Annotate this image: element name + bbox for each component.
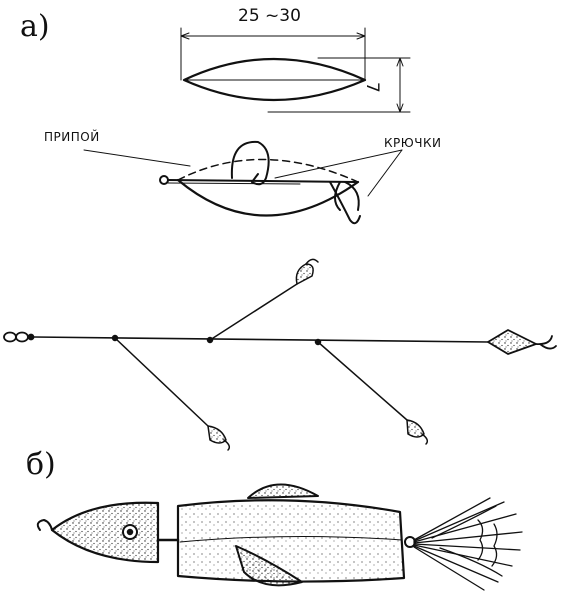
- panel-b-label: б): [26, 447, 56, 482]
- hooks-callout: КРЮЧКИ: [384, 136, 442, 150]
- wobbler-dorsal-fin: [247, 483, 319, 499]
- solder-callout: ПРИПОЙ: [44, 130, 100, 144]
- wobbler-head: [36, 501, 160, 564]
- solder-leader-line: [83, 149, 191, 167]
- wobbler-body: [176, 499, 406, 583]
- hooks-leader-line: [274, 149, 403, 197]
- rig-end-lure: [487, 329, 557, 355]
- spoon-with-hooks: [159, 158, 360, 217]
- width-dimension-line: [180, 27, 366, 81]
- width-dimension-label: 25 ~30: [238, 6, 301, 26]
- panel-a-label: а): [20, 9, 50, 44]
- rig-branch-left: [111, 334, 231, 451]
- wobbler-ventral-fin: [235, 545, 303, 587]
- hook-treble: [329, 181, 361, 225]
- rig-swivel: [3, 331, 35, 343]
- hook-upper: [230, 140, 270, 186]
- rig-main-line: [33, 336, 489, 343]
- spoon-dimensioned: [182, 57, 367, 102]
- height-dimension-label: 7: [362, 82, 382, 93]
- height-dimension-line: [267, 57, 411, 113]
- rig-branch-upper: [206, 258, 319, 344]
- wobbler-tail-feathers: [413, 497, 523, 591]
- rig-branch-right: [314, 338, 429, 445]
